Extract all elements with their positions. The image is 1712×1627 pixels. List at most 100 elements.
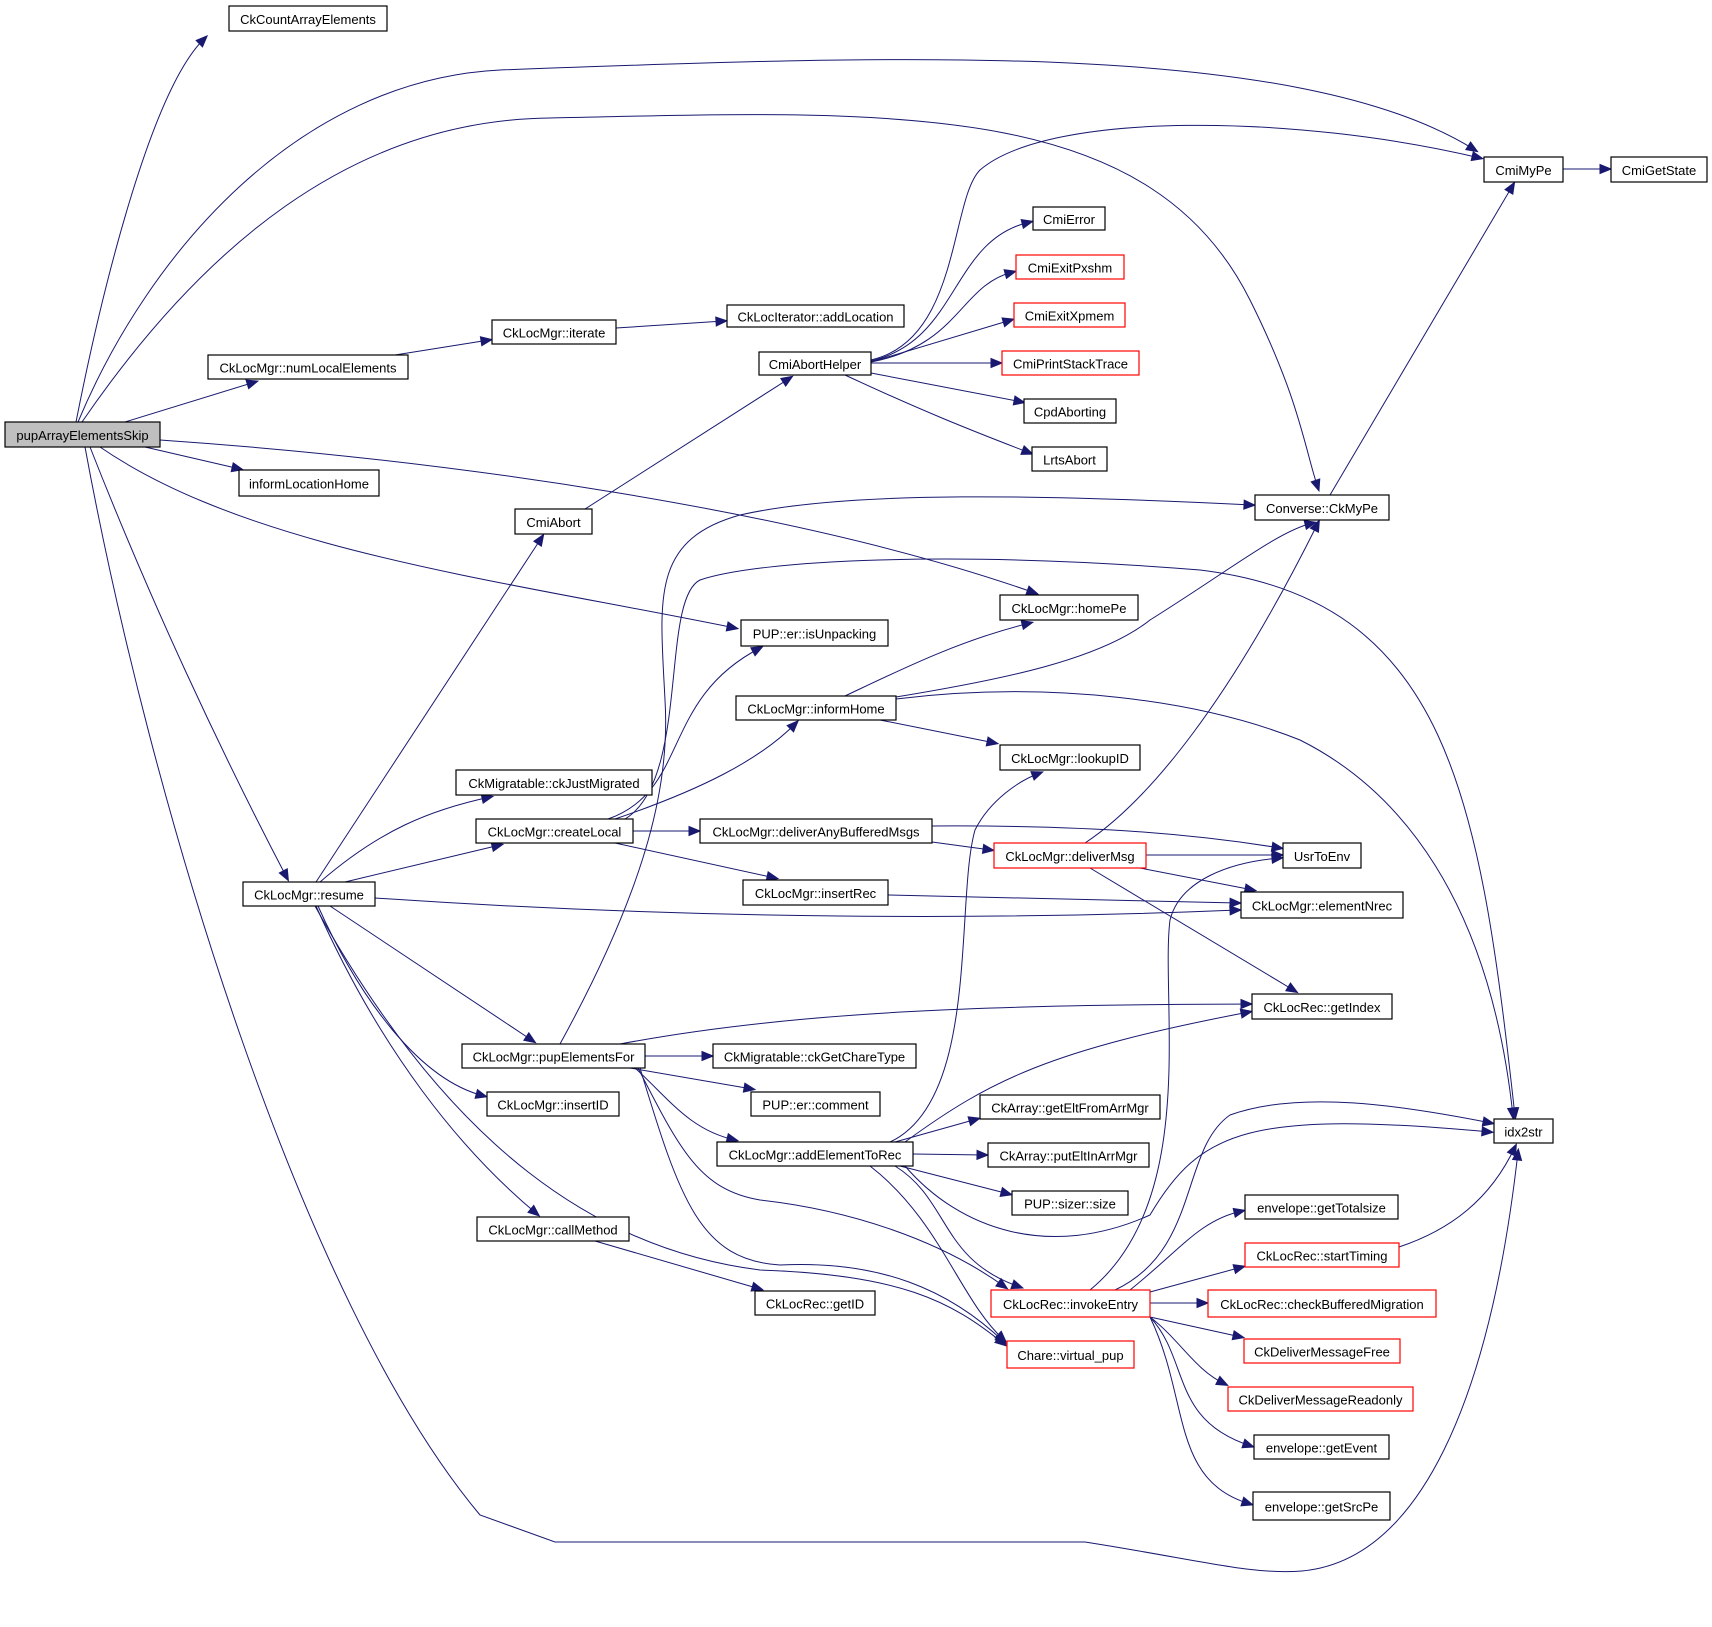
node-box[interactable]: [1243, 1338, 1401, 1364]
node-box[interactable]: [238, 469, 380, 497]
node-box[interactable]: [514, 508, 593, 535]
node-box[interactable]: [1253, 1434, 1390, 1460]
node-ck-deliver-message-readonly[interactable]: CkDeliverMessageReadonly: [1227, 1386, 1414, 1412]
node-ck-loc-mgr-home-pe[interactable]: CkLocMgr::homePe: [999, 594, 1139, 621]
node-ck-loc-mgr-pup-elements-for[interactable]: CkLocMgr::pupElementsFor: [461, 1043, 646, 1069]
node-box[interactable]: [1001, 350, 1140, 376]
node-ck-count-array-elements[interactable]: CkCountArrayElements: [228, 5, 388, 32]
node-envelope-get-totalsize[interactable]: envelope::getTotalsize: [1244, 1194, 1399, 1220]
node-box[interactable]: [242, 881, 376, 907]
node-usr-to-env[interactable]: UsrToEnv: [1282, 842, 1362, 869]
node-box[interactable]: [1252, 1491, 1391, 1521]
node-box[interactable]: [1493, 1118, 1554, 1144]
node-ck-loc-mgr-lookup-id[interactable]: CkLocMgr::lookupID: [999, 744, 1141, 771]
node-box[interactable]: [491, 319, 617, 345]
node-box[interactable]: [726, 304, 905, 328]
node-ck-loc-mgr-num-local-elements[interactable]: CkLocMgr::numLocalElements: [207, 354, 409, 380]
node-box[interactable]: [716, 1141, 914, 1167]
node-box[interactable]: [1282, 842, 1362, 869]
node-box[interactable]: [699, 818, 933, 844]
node-box[interactable]: [1254, 494, 1390, 521]
node-box[interactable]: [1023, 398, 1117, 424]
node-box[interactable]: [754, 1290, 876, 1316]
node-box[interactable]: [475, 818, 634, 844]
node-box[interactable]: [999, 594, 1139, 621]
node-box[interactable]: [979, 1094, 1161, 1120]
node-box[interactable]: [486, 1091, 620, 1117]
node-envelope-get-src-pe[interactable]: envelope::getSrcPe: [1252, 1491, 1391, 1521]
node-box[interactable]: [1610, 156, 1708, 183]
node-ck-loc-rec-get-index[interactable]: CkLocRec::getIndex: [1251, 993, 1393, 1020]
node-cmi-exit-xpmem[interactable]: CmiExitXpmem: [1013, 302, 1126, 328]
node-pup-sizer-size[interactable]: PUP::sizer::size: [1011, 1190, 1129, 1216]
node-box[interactable]: [1015, 254, 1125, 280]
node-box[interactable]: [1251, 993, 1393, 1020]
node-ck-loc-mgr-add-element-to-rec[interactable]: CkLocMgr::addElementToRec: [716, 1141, 914, 1167]
node-converse-ck-my-pe[interactable]: Converse::CkMyPe: [1254, 494, 1390, 521]
node-box[interactable]: [1240, 891, 1404, 919]
node-ck-loc-mgr-iterate[interactable]: CkLocMgr::iterate: [491, 319, 617, 345]
node-box[interactable]: [1227, 1386, 1414, 1412]
node-ck-loc-rec-check-buffered-migration[interactable]: CkLocRec::checkBufferedMigration: [1207, 1289, 1437, 1318]
node-envelope-get-event[interactable]: envelope::getEvent: [1253, 1434, 1390, 1460]
node-box[interactable]: [740, 619, 889, 647]
node-box[interactable]: [1207, 1289, 1437, 1318]
node-ck-loc-rec-get-id[interactable]: CkLocRec::getID: [754, 1290, 876, 1316]
node-box[interactable]: [4, 421, 161, 448]
node-cmi-exit-pxshm[interactable]: CmiExitPxshm: [1015, 254, 1125, 280]
node-cmi-abort[interactable]: CmiAbort: [514, 508, 593, 535]
node-ck-loc-mgr-deliver-msg[interactable]: CkLocMgr::deliverMsg: [993, 842, 1147, 869]
node-cmi-error[interactable]: CmiError: [1032, 206, 1106, 231]
node-pup-er-comment[interactable]: PUP::er::comment: [750, 1091, 881, 1117]
node-ck-deliver-message-free[interactable]: CkDeliverMessageFree: [1243, 1338, 1401, 1364]
node-ck-loc-rec-invoke-entry[interactable]: CkLocRec::invokeEntry: [990, 1289, 1151, 1318]
node-ck-loc-iterator-add-location[interactable]: CkLocIterator::addLocation: [726, 304, 905, 328]
node-ck-loc-mgr-inform-home[interactable]: CkLocMgr::informHome: [735, 695, 897, 721]
node-box[interactable]: [455, 769, 653, 796]
node-box[interactable]: [1483, 156, 1564, 183]
node-ck-loc-mgr-call-method[interactable]: CkLocMgr::callMethod: [476, 1216, 630, 1242]
node-ck-loc-mgr-element-nrec[interactable]: CkLocMgr::elementNrec: [1240, 891, 1404, 919]
node-cmi-get-state[interactable]: CmiGetState: [1610, 156, 1708, 183]
node-box[interactable]: [1013, 302, 1126, 328]
node-ck-loc-mgr-create-local[interactable]: CkLocMgr::createLocal: [475, 818, 634, 844]
node-box[interactable]: [987, 1142, 1150, 1168]
node-cmi-print-stack-trace[interactable]: CmiPrintStackTrace: [1001, 350, 1140, 376]
node-cmi-abort-helper[interactable]: CmiAbortHelper: [758, 351, 872, 376]
node-box[interactable]: [1006, 1340, 1135, 1369]
node-box[interactable]: [990, 1289, 1151, 1318]
node-box[interactable]: [735, 695, 897, 721]
node-box[interactable]: [712, 1043, 917, 1069]
node-pup-array-elements-skip[interactable]: pupArrayElementsSkip: [4, 421, 161, 448]
node-box[interactable]: [207, 354, 409, 380]
node-ck-migratable-ck-just-migrated[interactable]: CkMigratable::ckJustMigrated: [455, 769, 653, 796]
node-box[interactable]: [742, 879, 889, 906]
node-box[interactable]: [461, 1043, 646, 1069]
node-ck-loc-rec-start-timing[interactable]: CkLocRec::startTiming: [1244, 1242, 1400, 1268]
node-box[interactable]: [476, 1216, 630, 1242]
node-ck-array-put-elt-in-arr-mgr[interactable]: CkArray::putEltInArrMgr: [987, 1142, 1150, 1168]
node-cmi-my-pe[interactable]: CmiMyPe: [1483, 156, 1564, 183]
node-chare-virtual-pup[interactable]: Chare::virtual_pup: [1006, 1340, 1135, 1369]
node-box[interactable]: [1031, 446, 1108, 472]
node-idx2str[interactable]: idx2str: [1493, 1118, 1554, 1144]
node-ck-array-get-elt-from-arr-mgr[interactable]: CkArray::getEltFromArrMgr: [979, 1094, 1161, 1120]
node-box[interactable]: [1011, 1190, 1129, 1216]
node-ck-migratable-ck-get-chare-type[interactable]: CkMigratable::ckGetChareType: [712, 1043, 917, 1069]
node-box[interactable]: [758, 351, 872, 376]
node-ck-loc-mgr-deliver-any-buffered-msgs[interactable]: CkLocMgr::deliverAnyBufferedMsgs: [699, 818, 933, 844]
node-box[interactable]: [750, 1091, 881, 1117]
node-box[interactable]: [1244, 1242, 1400, 1268]
node-box[interactable]: [999, 744, 1141, 771]
node-box[interactable]: [1032, 206, 1106, 231]
node-pup-er-is-unpacking[interactable]: PUP::er::isUnpacking: [740, 619, 889, 647]
node-box[interactable]: [993, 842, 1147, 869]
node-ck-loc-mgr-insert-rec[interactable]: CkLocMgr::insertRec: [742, 879, 889, 906]
node-ck-loc-mgr-resume[interactable]: CkLocMgr::resume: [242, 881, 376, 907]
node-box[interactable]: [1244, 1194, 1399, 1220]
node-ck-loc-mgr-insert-id[interactable]: CkLocMgr::insertID: [486, 1091, 620, 1117]
node-lrts-abort[interactable]: LrtsAbort: [1031, 446, 1108, 472]
node-cpd-aborting[interactable]: CpdAborting: [1023, 398, 1117, 424]
node-box[interactable]: [228, 5, 388, 32]
node-inform-location-home[interactable]: informLocationHome: [238, 469, 380, 497]
